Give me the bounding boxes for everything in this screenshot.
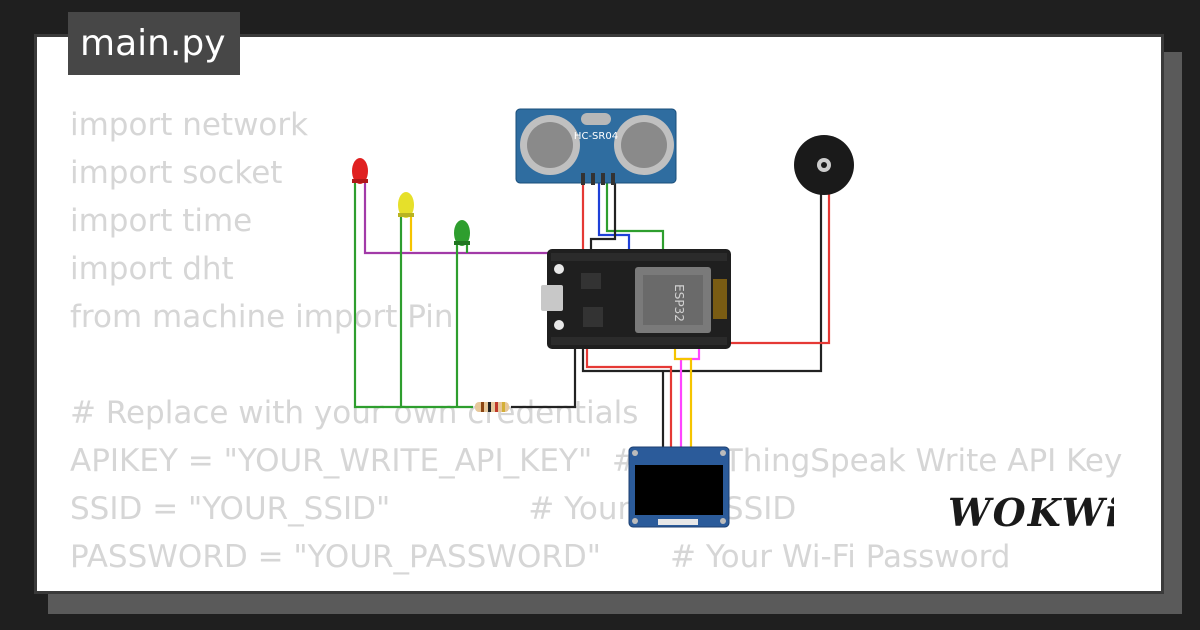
sensor-label: HC-SR04 <box>574 131 618 142</box>
code-line: from machine import Pin <box>70 299 454 335</box>
code-line: # Replace with your own credentials <box>70 395 639 431</box>
code-line: import network <box>70 107 309 143</box>
code-line: import time <box>70 203 253 239</box>
yellow-led <box>398 192 414 218</box>
buzzer <box>794 135 854 195</box>
preview-card: import network import socket import time im… <box>34 34 1164 594</box>
ultrasonic-sensor: HC-SR04 <box>515 108 677 185</box>
green-led <box>454 220 470 246</box>
circuit-diagram: HC-SR04 <box>352 108 854 528</box>
esp32-board: ESP32 <box>541 249 731 349</box>
file-tab[interactable]: main.py <box>68 12 240 75</box>
wokwi-logo: WOKWi <box>944 490 1120 538</box>
resistor <box>475 402 509 412</box>
mcu-label: ESP32 <box>672 284 686 322</box>
red-led <box>352 158 368 184</box>
logo-text: WOKWi <box>948 490 1114 535</box>
code-line: import socket <box>70 155 283 191</box>
code-line: import dht <box>70 251 234 287</box>
wires <box>353 181 831 449</box>
code-line: PASSWORD = "YOUR_PASSWORD" # Your Wi-Fi … <box>70 539 1011 575</box>
wokwi-logo-mark: WOKWi <box>948 490 1120 535</box>
oled-display <box>628 446 730 528</box>
